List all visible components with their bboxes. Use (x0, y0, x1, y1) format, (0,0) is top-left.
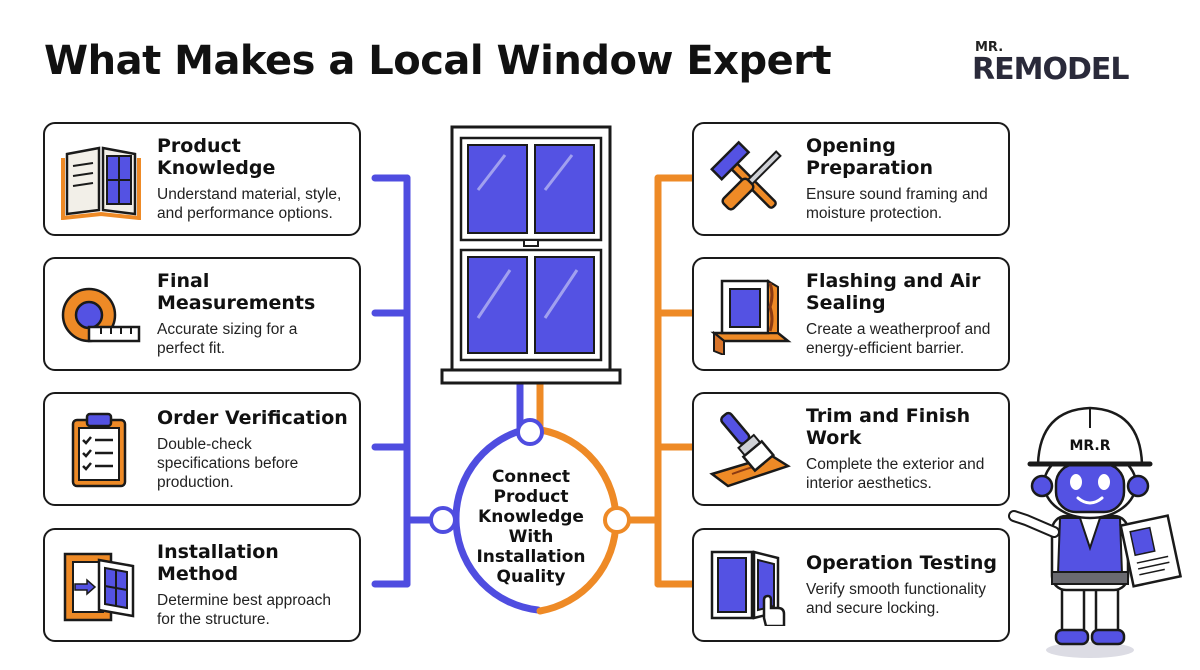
step-title: Trim and Finish Work (806, 405, 971, 449)
step-title: Installation Method (157, 541, 279, 585)
logo-prefix: MR. (975, 40, 1004, 55)
step-description: Accurate sizing for a perfect fit. (157, 321, 298, 357)
step-title: Order Verification (157, 406, 348, 429)
step-card-order-verification: Order Verification Double-check specific… (43, 392, 361, 506)
step-card-opening-preparation: Opening Preparation Ensure sound framing… (692, 122, 1010, 236)
step-card-trim-finish-work: Trim and Finish Work Complete the exteri… (692, 392, 1010, 506)
step-title: Final Measurements (157, 270, 316, 314)
window-frame-insert-icon (63, 552, 135, 622)
logo-word: REMODEL (972, 52, 1129, 87)
step-card-operation-testing: Operation Testing Verify smooth function… (692, 528, 1010, 642)
open-book-icon (61, 146, 141, 220)
step-card-final-measurements: Final Measurements Accurate sizing for a… (43, 257, 361, 371)
step-description: Understand material, style, and performa… (157, 186, 342, 222)
mascot-robot-illustration: MR.R (1008, 406, 1183, 658)
hammer-screwdriver-icon (710, 140, 782, 211)
step-description: Determine best approach for the structur… (157, 592, 332, 628)
step-description: Verify smooth functionality and secure l… (806, 581, 987, 617)
center-hub-text: Connect Product Knowledge With Installat… (476, 467, 586, 587)
step-card-installation-method: Installation Method Determine best appro… (43, 528, 361, 642)
step-description: Ensure sound framing and moisture protec… (806, 186, 988, 222)
step-description: Create a weatherproof and energy-efficie… (806, 321, 991, 357)
brand-logo: MR. REMODEL (972, 40, 1172, 90)
step-description: Double-check specifications before produ… (157, 435, 299, 491)
paintbrush-wood-icon (709, 411, 791, 488)
window-hand-test-icon (710, 550, 786, 626)
page-title: What Makes a Local Window Expert (44, 38, 832, 84)
mascot-helmet-label: MR.R (1069, 438, 1110, 454)
step-card-flashing-air-sealing: Flashing and Air Sealing Create a weathe… (692, 257, 1010, 371)
clipboard-checklist-icon (71, 412, 127, 488)
step-card-product-knowledge: Product Knowledge Understand material, s… (43, 122, 361, 236)
step-title: Flashing and Air Sealing (806, 270, 981, 314)
step-title: Operation Testing (806, 552, 997, 574)
window-illustration-icon (440, 125, 622, 385)
step-description: Complete the exterior and interior aesth… (806, 456, 985, 492)
step-title: Product Knowledge (157, 135, 276, 179)
tape-measure-icon (61, 287, 141, 343)
flashing-corner-icon (710, 279, 792, 355)
step-title: Opening Preparation (806, 135, 933, 179)
